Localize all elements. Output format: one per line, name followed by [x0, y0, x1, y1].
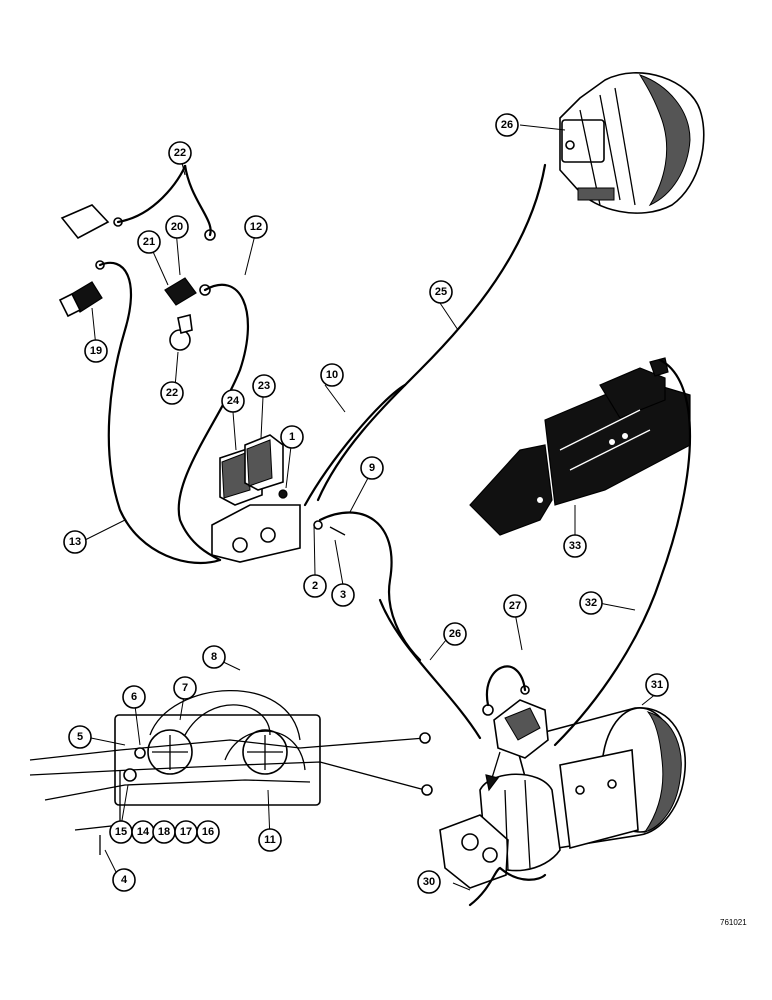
- svg-text:15: 15: [115, 826, 127, 838]
- cable-13: [98, 261, 222, 564]
- svg-text:4: 4: [121, 874, 128, 886]
- svg-text:12: 12: [250, 221, 262, 233]
- svg-text:13: 13: [69, 536, 81, 548]
- relay-bracket-illustration: [211, 434, 346, 563]
- callout-2: 2: [303, 574, 327, 598]
- callout-7: 7: [173, 676, 197, 700]
- callout-27: 26: [495, 113, 519, 137]
- callout-12: 12: [244, 215, 268, 239]
- callout-29: 27: [503, 594, 527, 618]
- cable-23: [116, 164, 212, 237]
- svg-text:3: 3: [340, 589, 346, 601]
- callout-16: 16: [196, 820, 220, 844]
- callout-17: 17: [174, 820, 198, 844]
- callout-5: 5: [68, 725, 92, 749]
- svg-text:1: 1: [289, 431, 295, 443]
- cable-12: [177, 283, 249, 562]
- callout-25: 23: [252, 374, 276, 398]
- svg-text:6: 6: [131, 691, 137, 703]
- svg-text:7: 7: [182, 682, 188, 694]
- svg-text:26: 26: [449, 628, 461, 640]
- cable-26-upper: [316, 163, 547, 502]
- svg-text:10: 10: [326, 369, 338, 381]
- svg-text:9: 9: [369, 462, 375, 474]
- cable-30: [468, 866, 547, 907]
- svg-text:19: 19: [90, 345, 102, 357]
- callout-24: 24: [221, 389, 245, 413]
- callout-15: 15: [109, 820, 133, 844]
- svg-text:2: 2: [312, 580, 318, 592]
- callout-13: 13: [63, 530, 87, 554]
- callout-20: 20: [165, 215, 189, 239]
- solenoid-illustration: [482, 665, 549, 759]
- cable-32: [553, 358, 692, 747]
- svg-text:8: 8: [211, 651, 217, 663]
- callout-10: 10: [320, 363, 344, 387]
- alternator-illustration: [559, 72, 705, 214]
- callout-32: 32: [579, 591, 603, 615]
- cable-26-lower: [378, 598, 482, 740]
- callout-21: 21: [137, 230, 161, 254]
- svg-text:25: 25: [435, 286, 447, 298]
- svg-text:17: 17: [180, 826, 192, 838]
- callout-3: 3: [331, 583, 355, 607]
- starter-pump-illustration: [439, 707, 686, 889]
- callout-30: 30: [417, 870, 441, 894]
- callout-6: 6: [122, 685, 146, 709]
- svg-text:27: 27: [509, 600, 521, 612]
- svg-text:14: 14: [137, 826, 150, 838]
- callout-8: 8: [202, 645, 226, 669]
- callout-26-upper: 25: [429, 280, 453, 304]
- svg-text:31: 31: [651, 679, 663, 691]
- callout-19: 19: [84, 339, 108, 363]
- svg-text:32: 32: [585, 597, 597, 609]
- callout-31: 31: [645, 673, 669, 697]
- callout-26-lower: 26: [443, 622, 467, 646]
- svg-text:23: 23: [258, 380, 270, 392]
- svg-text:16: 16: [202, 826, 214, 838]
- svg-text:33: 33: [569, 540, 581, 552]
- cable-9: [318, 511, 422, 662]
- svg-text:20: 20: [171, 221, 183, 233]
- svg-text:22: 22: [166, 387, 178, 399]
- callout-11: 11: [258, 828, 282, 852]
- svg-text:26: 26: [501, 119, 513, 131]
- wiring-harness-board-illustration: [29, 689, 433, 855]
- callout-18: 18: [152, 820, 176, 844]
- callout-23: 22: [168, 141, 192, 165]
- svg-text:18: 18: [158, 826, 170, 838]
- svg-text:22: 22: [174, 147, 186, 159]
- svg-text:24: 24: [227, 395, 240, 407]
- callout-4: 4: [112, 868, 136, 892]
- svg-text:5: 5: [77, 731, 83, 743]
- svg-text:30: 30: [423, 876, 435, 888]
- drawing-code: 761021: [720, 918, 747, 927]
- cables: [98, 163, 692, 907]
- lamp-socket-illustration: [58, 204, 216, 351]
- svg-text:11: 11: [264, 834, 276, 846]
- callout-9: 9: [360, 456, 384, 480]
- callout-14: 14: [131, 820, 155, 844]
- callout-1: 1: [280, 425, 304, 449]
- starter-motor-illustration: [469, 357, 691, 536]
- callout-33: 33: [563, 534, 587, 558]
- svg-text:21: 21: [143, 236, 155, 248]
- callout-22: 22: [160, 381, 184, 405]
- cable-10: [303, 383, 407, 507]
